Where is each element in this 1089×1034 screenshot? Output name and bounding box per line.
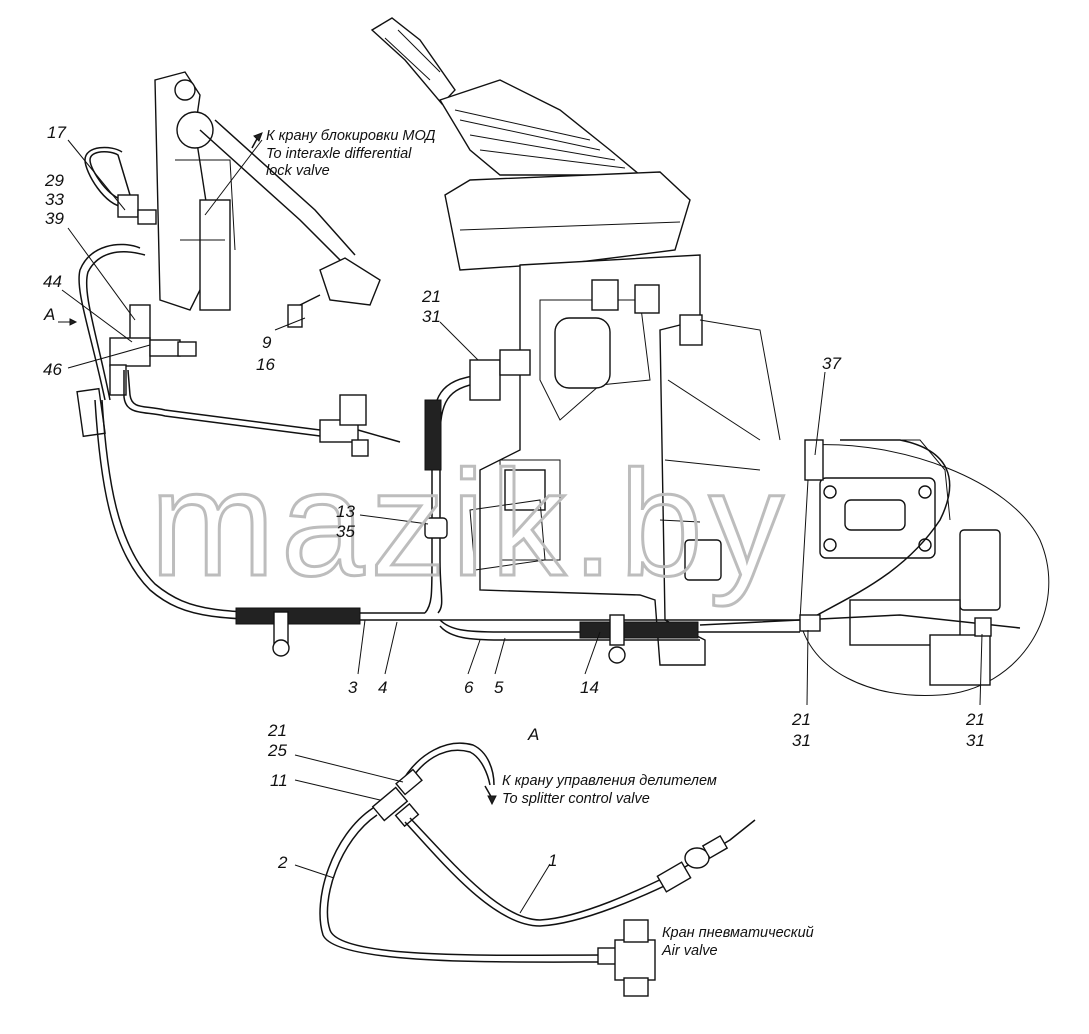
callout-37: 37: [822, 354, 841, 373]
callout-29: 29: [44, 171, 64, 190]
callout-17: 17: [47, 123, 66, 142]
view-a-label: А: [527, 725, 539, 744]
callout-31-mid: 31: [792, 731, 811, 750]
callout-31-right: 31: [966, 731, 985, 750]
callout-numbers: 17 29 33 39 44 46 9 16 21 31 37 13 35 3 …: [43, 123, 985, 872]
callout-3: 3: [348, 678, 358, 697]
note-air-en: Air valve: [661, 943, 718, 959]
note-mod-en-2: lock valve: [266, 163, 330, 179]
callout-33: 33: [45, 190, 64, 209]
callout-21-mid: 21: [791, 710, 811, 729]
callout-39: 39: [45, 209, 64, 228]
hose-assembly-view-a: [319, 742, 756, 997]
callout-1: 1: [548, 851, 557, 870]
tube-bundle: [94, 349, 1021, 664]
left-fittings: [76, 146, 401, 457]
callout-35: 35: [336, 522, 355, 541]
callout-21-view-a: 21: [267, 721, 287, 740]
note-splitter-en: To splitter control valve: [502, 791, 650, 807]
callout-5: 5: [494, 678, 504, 697]
note-splitter-ru: К крану управления делителем: [502, 773, 717, 789]
callout-2: 2: [277, 853, 288, 872]
callout-46: 46: [43, 360, 62, 379]
arrow-a-label: А: [43, 305, 55, 324]
callout-14: 14: [580, 678, 599, 697]
callout-31-top: 31: [422, 307, 441, 326]
callout-16: 16: [256, 355, 275, 374]
callout-11: 11: [270, 771, 288, 790]
note-mod-ru: К крану блокировки МОД: [266, 128, 436, 144]
note-air-ru: Кран пневматический: [662, 925, 814, 941]
splitter-section: [799, 439, 1050, 697]
callout-44: 44: [43, 272, 62, 291]
callout-6: 6: [464, 678, 474, 697]
callout-4: 4: [378, 678, 387, 697]
callout-13: 13: [336, 502, 355, 521]
callout-21-top: 21: [421, 287, 441, 306]
gearbox-housing: [469, 254, 781, 666]
note-mod-en-1: To interaxle differential: [266, 146, 412, 162]
callout-9: 9: [262, 333, 272, 352]
callout-25: 25: [267, 741, 287, 760]
notes: К крану блокировки МОД To interaxle diff…: [251, 128, 814, 959]
clutch-pedal: [154, 71, 381, 328]
leader-lines: [58, 139, 983, 914]
callout-21-right: 21: [965, 710, 985, 729]
watermark: mazik.by: [150, 439, 790, 607]
gear-lever: [370, 17, 691, 271]
